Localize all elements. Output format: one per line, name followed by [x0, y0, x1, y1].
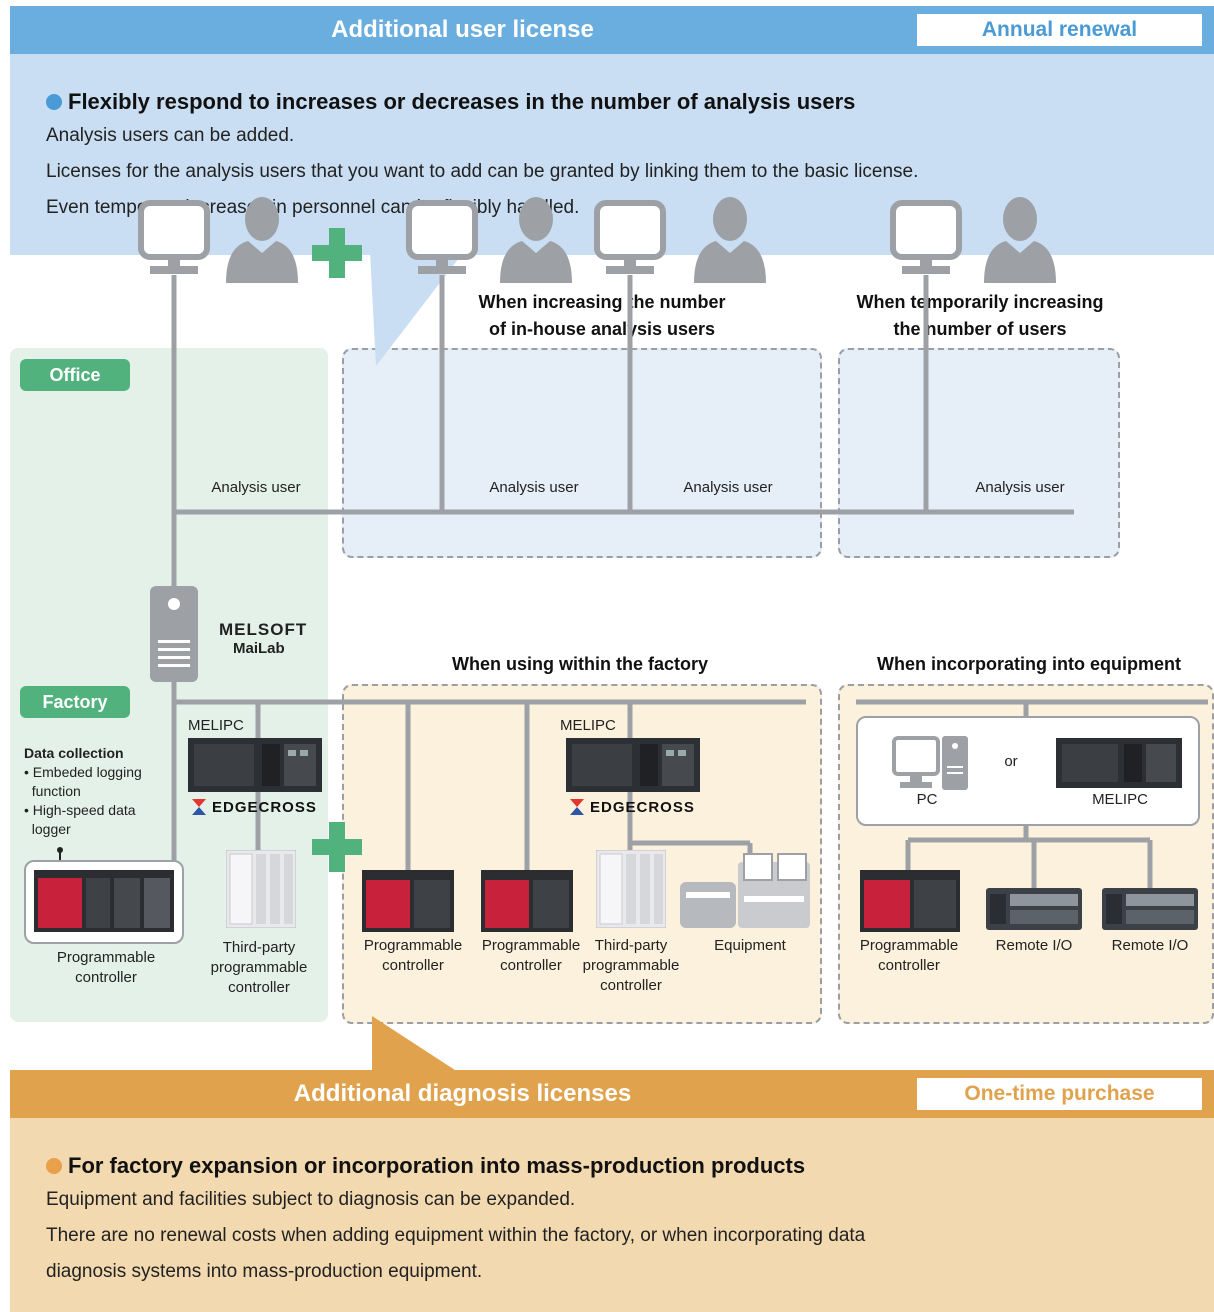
into-equipment-title: When incorporating into equipment [877, 654, 1181, 674]
programmable-controller-icon [860, 870, 960, 932]
temporary-users-title: When temporarily increasing the number o… [856, 292, 1104, 339]
office-tag: Office [20, 359, 130, 391]
melipc-device-icon [188, 738, 322, 792]
programmable-controller-icon [34, 870, 174, 932]
third-party-controller-label: Third-party programmable controller [582, 937, 680, 994]
edgecross-text: EDGECROSS [212, 798, 317, 816]
pc-label: PC [916, 791, 938, 808]
pc-icon [594, 200, 666, 274]
data-collection-item: • Embeded logging function [24, 764, 142, 799]
analysis-user-label: Analysis user [211, 479, 301, 496]
diagnosis-license-title: Additional diagnosis licenses [293, 1080, 632, 1107]
remote-io-icon [986, 888, 1082, 930]
remote-io-label: Remote I/O [995, 937, 1073, 954]
data-collection-notes: Data collection • Embeded logging functi… [24, 744, 142, 839]
diagnosis-license-panel [10, 1118, 1214, 1312]
third-party-controller-icon [596, 850, 666, 928]
edgecross-logo: EDGECROSS [568, 797, 695, 817]
diagnosis-license-content: For factory expansion or incorporation i… [46, 1153, 1196, 1283]
plus-icon [312, 228, 362, 278]
edgecross-text: EDGECROSS [590, 798, 695, 816]
analysis-user-label: Analysis user [975, 479, 1065, 496]
diagnosis-license-line: diagnosis systems into mass-production e… [46, 1261, 483, 1282]
programmable-controller-label: Programmable controller [481, 937, 581, 974]
melsoft-mailab-logo: MELSOFT MaiLab [219, 620, 307, 658]
melipc-label: MELIPC [188, 717, 244, 734]
diagnosis-license-callout [372, 1016, 458, 1072]
remote-io-label: Remote I/O [1111, 937, 1189, 954]
analysis-user-label: Analysis user [683, 479, 773, 496]
edgecross-icon [192, 799, 206, 815]
remote-io-icon [1102, 888, 1198, 930]
person-icon [984, 197, 1056, 283]
equipment-icon [680, 853, 810, 928]
pc-icon [406, 200, 478, 274]
annual-renewal-tag: Annual renewal [917, 14, 1202, 46]
desktop-pc-icon [892, 736, 968, 790]
person-icon [500, 197, 572, 283]
plus-icon [312, 822, 362, 872]
pc-icon [890, 200, 962, 274]
in-house-users-area [342, 348, 822, 558]
user-license-header: Additional user license Annual renewal [10, 6, 1214, 54]
programmable-controller-icon [362, 870, 454, 932]
in-house-users-title: When increasing the number of in-house a… [478, 292, 726, 339]
bullet-icon [46, 1158, 62, 1174]
office-pc-icon [138, 200, 210, 274]
melipc-device-icon [1056, 738, 1182, 788]
bullet-icon [46, 94, 62, 110]
user-license-line: Analysis users can be added. [46, 125, 295, 146]
diagnosis-license-header: Additional diagnosis licenses One-time p… [10, 1070, 1214, 1118]
melipc-device-icon [566, 738, 700, 792]
mailab-text: MaiLab [233, 640, 285, 657]
melsoft-text: MELSOFT [219, 620, 308, 639]
diagnosis-license-line: There are no renewal costs when adding e… [46, 1225, 866, 1246]
user-license-heading: Flexibly respond to increases or decreas… [46, 89, 1196, 115]
analysis-user-label: Analysis user [489, 479, 579, 496]
melipc-label: MELIPC [560, 717, 616, 734]
diagnosis-license-heading: For factory expansion or incorporation i… [46, 1153, 1196, 1179]
programmable-controller-icon [481, 870, 573, 932]
programmable-controller-label: Programmable controller [859, 937, 959, 974]
person-icon [226, 197, 298, 283]
server-icon [150, 586, 198, 682]
within-factory-title: When using within the factory [452, 654, 708, 674]
user-license-title: Additional user license [331, 16, 594, 43]
user-license-line: Licenses for the analysis users that you… [46, 161, 919, 182]
third-party-controller-label: Third-party programmable controller [210, 939, 308, 996]
diagnosis-license-line: Equipment and facilities subject to diag… [46, 1189, 576, 1210]
person-icon [694, 197, 766, 283]
edgecross-icon [570, 799, 584, 815]
melipc-label: MELIPC [1092, 791, 1148, 808]
data-collection-title: Data collection [24, 745, 124, 761]
one-time-purchase-tag: One-time purchase [917, 1078, 1202, 1110]
programmable-controller-label: Programmable controller [56, 949, 156, 986]
factory-tag: Factory [20, 686, 130, 718]
third-party-controller-icon [226, 850, 296, 928]
or-label: or [1004, 753, 1018, 770]
equipment-label: Equipment [714, 937, 786, 954]
edgecross-logo: EDGECROSS [190, 797, 317, 817]
temporary-users-area [838, 348, 1120, 558]
data-collection-item: • High-speed data logger [24, 802, 136, 837]
programmable-controller-label: Programmable controller [363, 937, 463, 974]
